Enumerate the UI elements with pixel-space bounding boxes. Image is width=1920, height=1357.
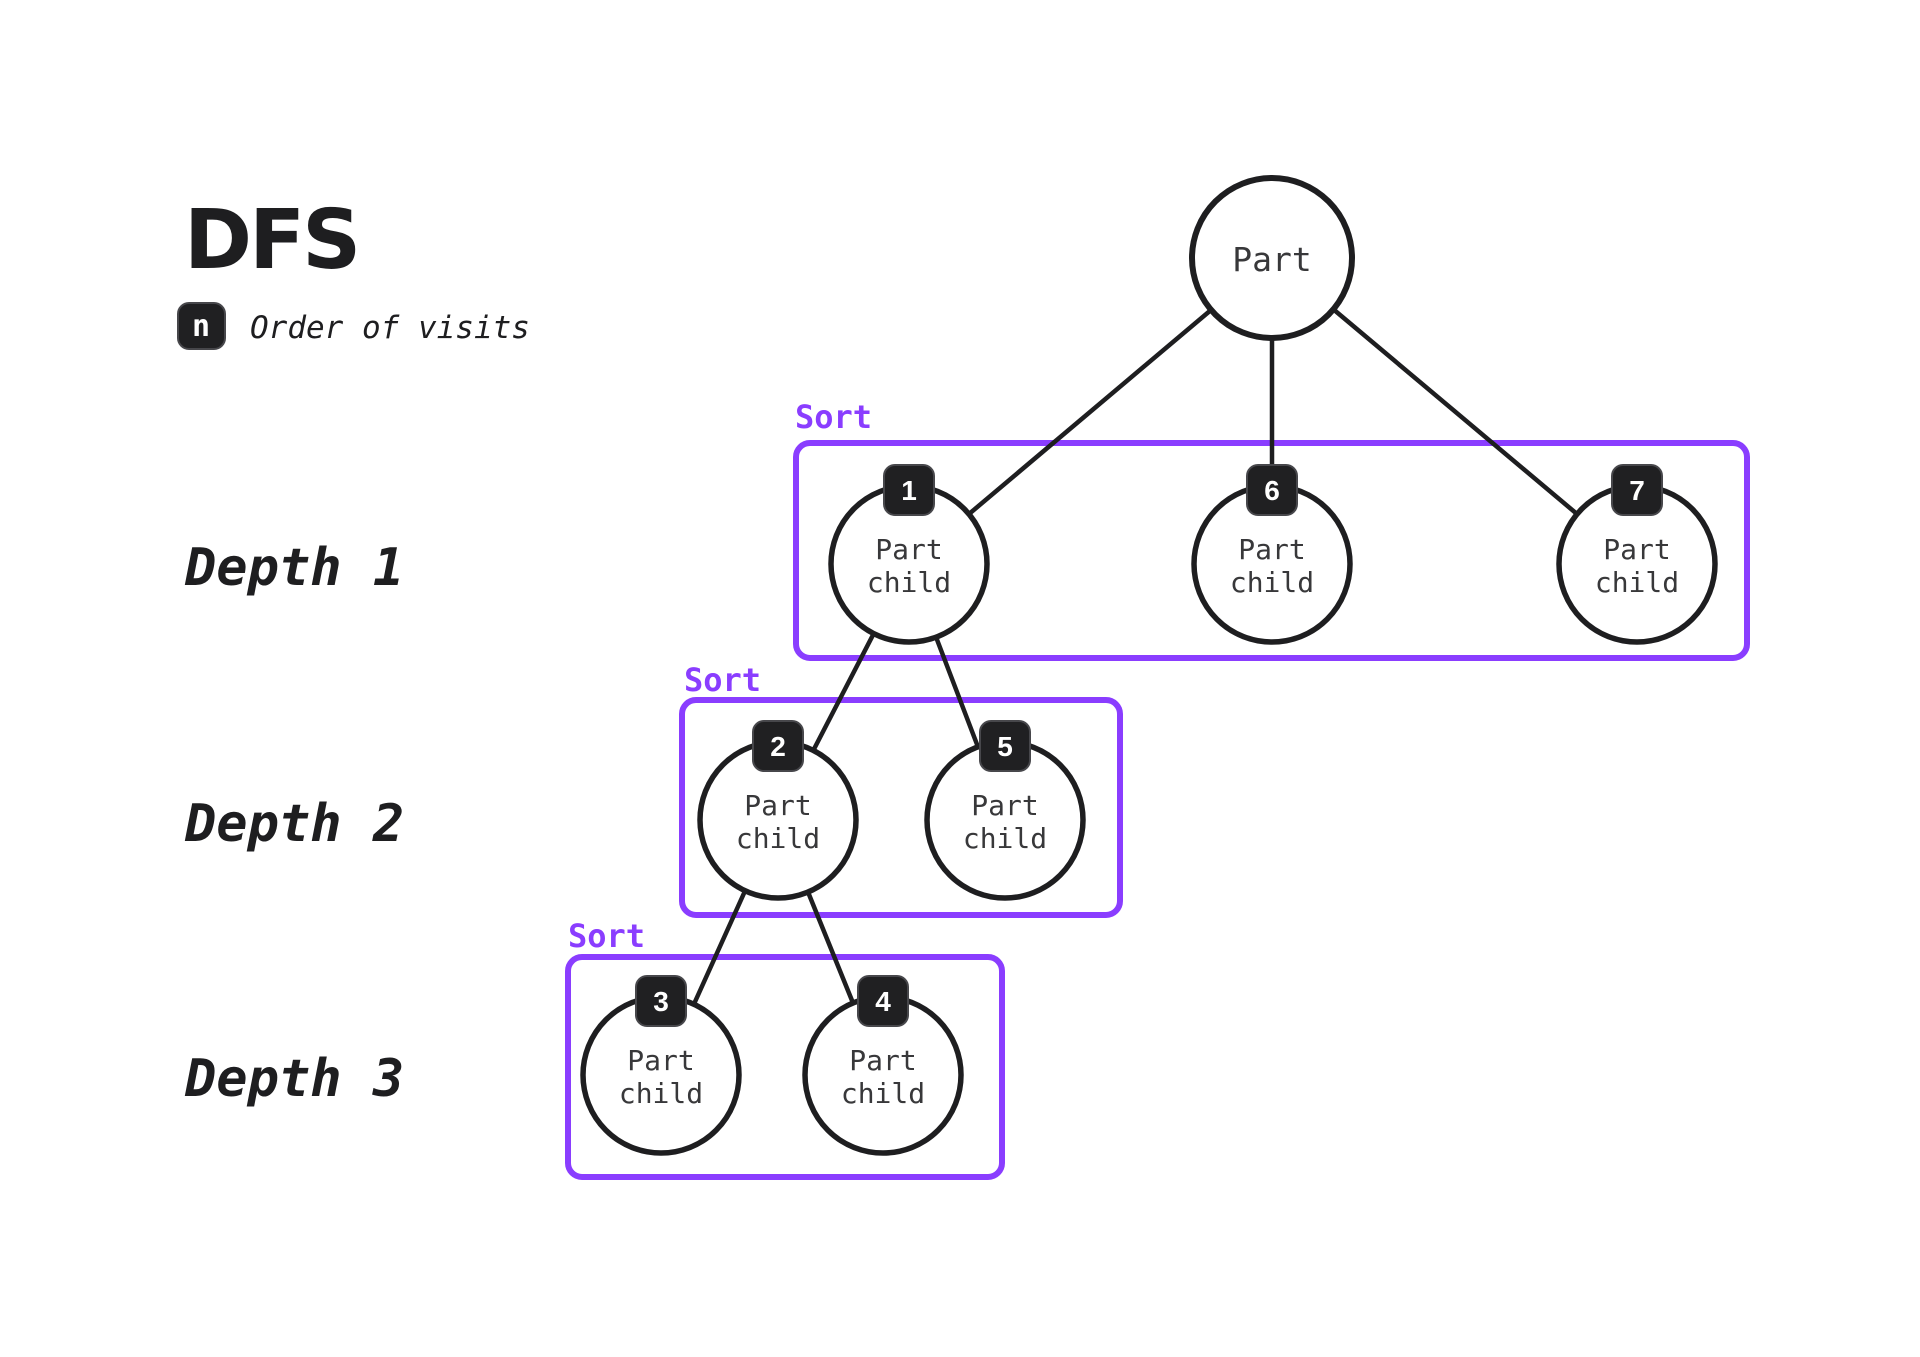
visit-order-number: 6 — [1264, 475, 1280, 506]
sort-box-depth-3 — [565, 954, 1005, 1180]
visit-order-number: 7 — [1629, 475, 1645, 506]
depth-2-label: Depth 2 — [184, 794, 404, 854]
edge-root-to-node-7 — [1330, 306, 1580, 517]
edge-root-to-node-1 — [966, 307, 1214, 517]
edge-node-1-to-node-5 — [933, 634, 981, 750]
node-label-line-1: Part — [1238, 533, 1305, 566]
node-label-line-1: Part — [1603, 533, 1670, 566]
legend: n Order of visits — [177, 302, 530, 350]
sort-label-depth-1: Sort — [795, 398, 872, 436]
root-node-label: Part — [1232, 240, 1311, 279]
node-label-line-2: child — [841, 1077, 925, 1110]
visit-order-badge — [752, 720, 804, 772]
visit-order-badge — [1611, 464, 1663, 516]
edge-node-2-to-node-4 — [805, 889, 856, 1006]
node-label-line-2: child — [867, 566, 951, 599]
tree-node-visit-5: Part child 5 — [924, 720, 1086, 901]
visit-order-badge — [1246, 464, 1298, 516]
depth-3-label: Depth 3 — [184, 1049, 404, 1109]
legend-label: Order of visits — [250, 310, 530, 346]
visit-order-number: 3 — [653, 986, 669, 1017]
visit-order-badge — [979, 720, 1031, 772]
tree-node-visit-1: Part child 1 — [828, 464, 990, 645]
visit-order-number: 1 — [901, 475, 917, 506]
tree-node-visit-2: Part child 2 — [697, 720, 859, 901]
order-badge-icon — [177, 302, 226, 350]
node-label-line-2: child — [736, 822, 820, 855]
tree-node-root: Part — [1189, 175, 1355, 341]
node-label-line-1: Part — [744, 789, 811, 822]
sort-label-depth-3: Sort — [568, 917, 645, 955]
tree-node-visit-6: Part child 6 — [1191, 464, 1353, 645]
tree-node-visit-4: Part child 4 — [802, 975, 964, 1156]
node-label-line-2: child — [619, 1077, 703, 1110]
node-label-line-2: child — [1595, 566, 1679, 599]
visit-order-badge — [883, 464, 935, 516]
node-label-line-1: Part — [875, 533, 942, 566]
tree-node-visit-7: Part child 7 — [1556, 464, 1718, 645]
tree-node-visit-3: Part child 3 — [580, 975, 742, 1156]
node-label-line-1: Part — [627, 1044, 694, 1077]
node-label-line-2: child — [963, 822, 1047, 855]
visit-order-badge — [635, 975, 687, 1027]
root-node-circle — [1189, 175, 1355, 341]
sort-label-depth-2: Sort — [684, 661, 761, 699]
visit-order-number: 2 — [770, 731, 786, 762]
edge-node-2-to-node-3 — [691, 888, 748, 1007]
node-label-line-1: Part — [849, 1044, 916, 1077]
node-label-line-2: child — [1230, 566, 1314, 599]
node-label-line-1: Part — [971, 789, 1038, 822]
visit-order-number: 4 — [875, 986, 891, 1017]
visit-order-number: 5 — [997, 731, 1013, 762]
page-title: DFS — [184, 193, 358, 288]
visit-order-badge — [857, 975, 909, 1027]
order-badge-letter: n — [192, 309, 210, 344]
depth-1-label: Depth 1 — [184, 538, 404, 598]
edge-node-1-to-node-2 — [810, 630, 877, 754]
sort-box-depth-2 — [679, 697, 1123, 918]
